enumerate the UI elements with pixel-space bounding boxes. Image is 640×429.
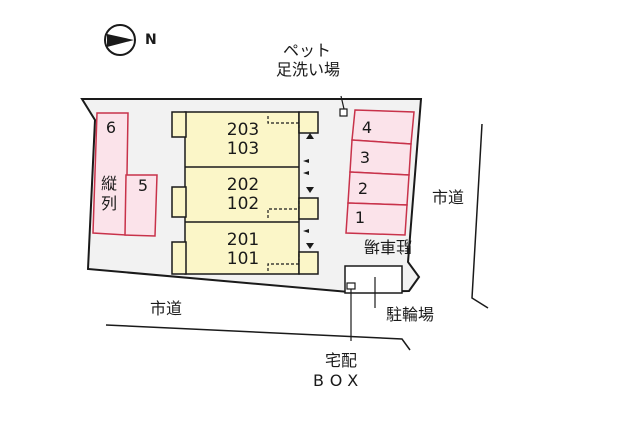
compass-north-icon — [104, 24, 136, 56]
unit-203-103: 203 103 — [203, 121, 283, 159]
parking-1-label: 1 — [354, 208, 366, 227]
unit-202-102: 202 102 — [203, 176, 283, 214]
parking-5-label: 5 — [137, 176, 149, 195]
parking-label: 駐車場 — [364, 237, 413, 256]
parking-4-label: 4 — [361, 118, 373, 137]
road-south-label: 市道 — [150, 299, 183, 318]
unit-upper: 201 — [226, 230, 260, 250]
stair-dashes — [267, 116, 300, 271]
road-east-label: 市道 — [432, 188, 465, 207]
apartment-building — [171, 111, 319, 275]
parking-space-5 — [124, 174, 158, 237]
unit-lower: 103 — [226, 139, 260, 159]
unit-201-101: 201 101 — [203, 231, 283, 269]
pet-wash-label-line1: ペット — [283, 41, 332, 60]
parking-6-label: 6 — [105, 118, 117, 137]
compass-label: N — [145, 32, 157, 48]
parking-space-1 — [345, 202, 408, 236]
unit-lower: 101 — [226, 249, 260, 269]
bicycle-parking-label: 駐輪場 — [386, 305, 435, 324]
road-south-line — [105, 324, 411, 351]
unit-lower: 102 — [226, 194, 260, 214]
unit-upper: 203 — [226, 120, 260, 140]
pet-wash-marker — [339, 108, 348, 117]
pet-wash-label-line2: 足洗い場 — [276, 60, 341, 79]
delivery-box-label-line2: BOX — [313, 371, 365, 390]
entrance-arrows — [303, 133, 314, 249]
unit-upper: 202 — [226, 175, 260, 195]
delivery-box-label-line1: 宅配 — [325, 351, 358, 370]
road-east-line — [471, 123, 489, 309]
parking-3-label: 3 — [359, 148, 371, 167]
parking-2-label: 2 — [357, 179, 369, 198]
tandem-label: 縦列 — [101, 174, 118, 213]
delivery-box-marker — [346, 282, 356, 290]
